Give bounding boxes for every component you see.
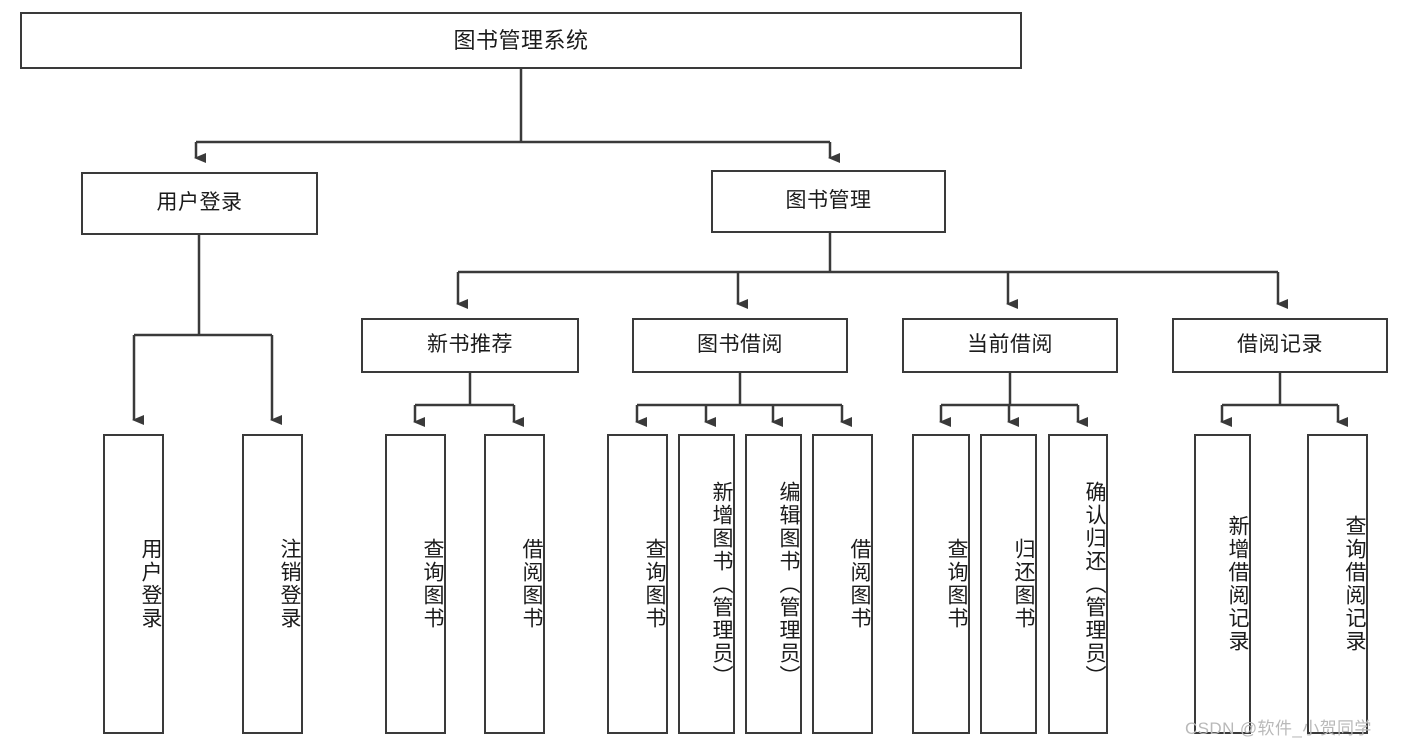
node-leaf-query-book-borrow[interactable]: 查询图书: [607, 434, 668, 734]
node-leaf-return-book[interactable]: 归还图书: [980, 434, 1037, 734]
node-leaf-query-borrow-record[interactable]: 查询借阅记录: [1307, 434, 1368, 734]
node-leaf-edit-book-admin[interactable]: 编辑图书（管理员）: [745, 434, 802, 734]
node-leaf-user-logout[interactable]: 注销登录: [242, 434, 303, 734]
node-leaf-query-book-recommend-label: 查询图书: [421, 538, 444, 630]
node-leaf-add-book-admin[interactable]: 新增图书（管理员）: [678, 434, 735, 734]
node-leaf-borrow-book-recommend-label: 借阅图书: [520, 538, 543, 630]
node-leaf-edit-book-admin-label: 编辑图书（管理员）: [777, 480, 800, 688]
node-borrow-records-label: 借阅记录: [1237, 333, 1323, 357]
node-new-book-recommend[interactable]: 新书推荐: [361, 318, 579, 373]
node-leaf-query-book-current-label: 查询图书: [945, 538, 968, 630]
node-current-borrow[interactable]: 当前借阅: [902, 318, 1118, 373]
node-user-login[interactable]: 用户登录: [81, 172, 318, 235]
node-leaf-add-book-admin-label: 新增图书（管理员）: [710, 480, 733, 688]
node-leaf-user-login[interactable]: 用户登录: [103, 434, 164, 734]
node-leaf-query-borrow-record-label: 查询借阅记录: [1343, 515, 1366, 653]
node-leaf-confirm-return-admin-label: 确认归还（管理员）: [1083, 480, 1106, 688]
node-leaf-add-borrow-record-label: 新增借阅记录: [1226, 515, 1249, 653]
node-current-borrow-label: 当前借阅: [967, 333, 1053, 357]
node-root-label: 图书管理系统: [453, 27, 589, 53]
node-leaf-borrow-book-borrow-label: 借阅图书: [848, 538, 871, 630]
watermark: CSDN @软件_小贺同学: [1185, 719, 1372, 738]
node-new-book-recommend-label: 新书推荐: [427, 333, 513, 357]
node-leaf-query-book-current[interactable]: 查询图书: [912, 434, 970, 734]
node-leaf-add-borrow-record[interactable]: 新增借阅记录: [1194, 434, 1251, 734]
node-root[interactable]: 图书管理系统: [20, 12, 1022, 69]
node-leaf-query-book-borrow-label: 查询图书: [643, 538, 666, 630]
node-leaf-query-book-recommend[interactable]: 查询图书: [385, 434, 446, 734]
node-book-borrow[interactable]: 图书借阅: [632, 318, 848, 373]
node-borrow-records[interactable]: 借阅记录: [1172, 318, 1388, 373]
node-leaf-borrow-book-borrow[interactable]: 借阅图书: [812, 434, 873, 734]
node-book-management-label: 图书管理: [785, 189, 872, 213]
node-leaf-borrow-book-recommend[interactable]: 借阅图书: [484, 434, 545, 734]
node-leaf-return-book-label: 归还图书: [1012, 538, 1035, 630]
node-book-borrow-label: 图书借阅: [697, 333, 783, 357]
node-leaf-user-login-label: 用户登录: [139, 538, 162, 630]
node-book-management[interactable]: 图书管理: [711, 170, 946, 233]
node-user-login-label: 用户登录: [156, 191, 243, 215]
node-leaf-confirm-return-admin[interactable]: 确认归还（管理员）: [1048, 434, 1108, 734]
node-leaf-user-logout-label: 注销登录: [278, 538, 301, 630]
